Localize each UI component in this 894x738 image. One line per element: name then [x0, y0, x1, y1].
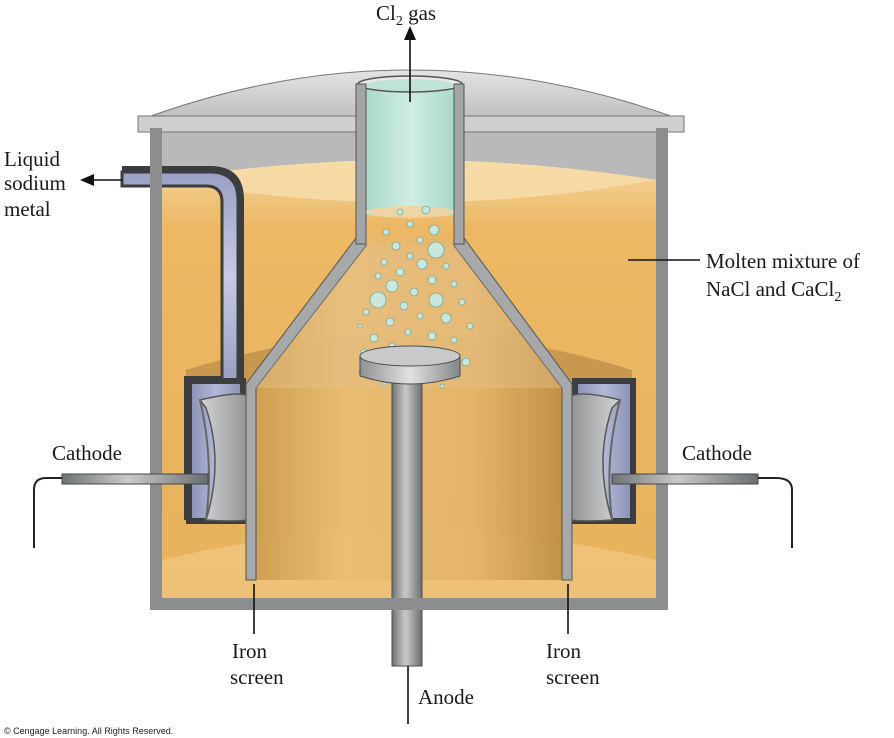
label-cl2-gas: Cl2 gas — [376, 1, 436, 29]
chlorine-gas-column — [366, 80, 454, 216]
anode-rod — [391, 371, 423, 667]
anode-assembly — [359, 345, 461, 667]
label-sodium: sodium — [4, 171, 66, 195]
cathode-left-block — [198, 393, 251, 522]
cathode-wire-left — [33, 477, 62, 548]
label-iron-right-2: screen — [546, 665, 600, 689]
chlorine-bubbles — [357, 205, 474, 394]
tube-wall-right — [453, 83, 465, 245]
label-iron-left-2: screen — [230, 665, 284, 689]
label-liquid: Liquid — [4, 147, 60, 171]
gas-interface — [366, 206, 454, 218]
vessel-front — [150, 128, 668, 610]
label-metal: metal — [4, 197, 51, 221]
cathode-rod-right — [611, 473, 759, 485]
sodium-arrowhead — [80, 174, 94, 186]
cathode-wire-right — [758, 477, 793, 548]
tube-wall-left — [355, 83, 367, 245]
label-anode: Anode — [418, 685, 474, 709]
cathode-rods — [33, 473, 793, 548]
cathode-rod-left — [61, 473, 209, 485]
leader-lines — [92, 38, 700, 724]
label-iron-right-1: Iron — [546, 639, 581, 663]
cathode-right-block — [567, 393, 622, 522]
anode-disc-top — [359, 345, 461, 367]
label-iron-left-1: Iron — [232, 639, 267, 663]
cl2-arrowhead — [404, 26, 416, 40]
label-molten-line2: NaCl and CaCl2 — [706, 277, 841, 305]
label-molten-line1: Molten mixture of — [706, 249, 860, 273]
label-cathode-left: Cathode — [52, 441, 122, 465]
label-cathode-right: Cathode — [682, 441, 752, 465]
chlorine-tube — [355, 75, 465, 245]
copyright-notice: © Cengage Learning. All Rights Reserved. — [4, 726, 173, 736]
